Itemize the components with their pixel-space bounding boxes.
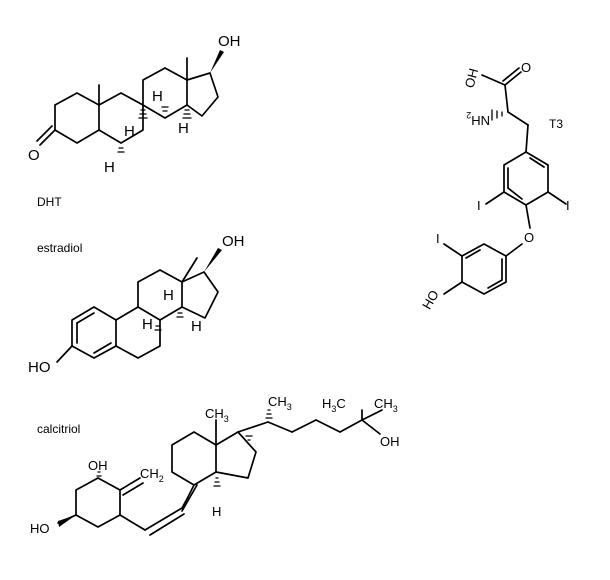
calcitriol-h-14: H xyxy=(212,504,221,519)
dht-hydroxyl: OH xyxy=(218,33,241,50)
t3-ether-o: O xyxy=(524,230,534,245)
label-calcitriol: calcitriol xyxy=(37,422,80,436)
calcitriol-ho-3: HO xyxy=(30,521,50,536)
estradiol-hydroxyl: OH xyxy=(222,233,245,250)
t3-iodine-2: I xyxy=(566,198,570,213)
dht-h-9: H xyxy=(124,123,135,140)
t3-phenol-oh: HO xyxy=(419,288,442,312)
label-dht: DHT xyxy=(37,195,62,209)
calcitriol-ch2: CH2 xyxy=(140,466,164,484)
t3-iodine-1: I xyxy=(477,198,481,213)
calcitriol-ch3-27: CH3 xyxy=(374,396,398,414)
estradiol-ho: HO xyxy=(28,359,51,376)
estradiol-structure: OH HO H H H xyxy=(28,233,245,376)
dht-structure: O OH H H H H xyxy=(28,33,241,176)
label-estradiol: estradiol xyxy=(37,241,82,255)
estradiol-h-14: H xyxy=(191,318,202,335)
dht-oxygen: O xyxy=(28,147,40,164)
calcitriol-ch3-21: CH3 xyxy=(268,394,292,412)
t3-carboxyl-oh: OH xyxy=(462,67,482,90)
dht-h-5: H xyxy=(104,159,115,176)
label-t3: T3 xyxy=(549,117,563,131)
t3-structure: OH O NH2 I I O I HO xyxy=(419,60,570,312)
estradiol-h-8: H xyxy=(163,287,174,304)
dht-h-14: H xyxy=(178,120,189,137)
dht-h-8: H xyxy=(152,88,163,105)
estradiol-h-9: H xyxy=(142,316,153,333)
t3-carboxyl-o: O xyxy=(521,60,531,75)
calcitriol-structure: OH HO CH2 CH3 CH3 H3C CH3 OH H xyxy=(30,394,400,536)
calcitriol-ch3-18: CH3 xyxy=(205,406,229,424)
t3-amine: NH2 xyxy=(466,110,490,128)
calcitriol-h3c: H3C xyxy=(322,396,346,414)
calcitriol-oh-25: OH xyxy=(380,434,400,449)
calcitriol-oh-1: OH xyxy=(88,458,108,473)
t3-iodine-3: I xyxy=(436,231,440,246)
